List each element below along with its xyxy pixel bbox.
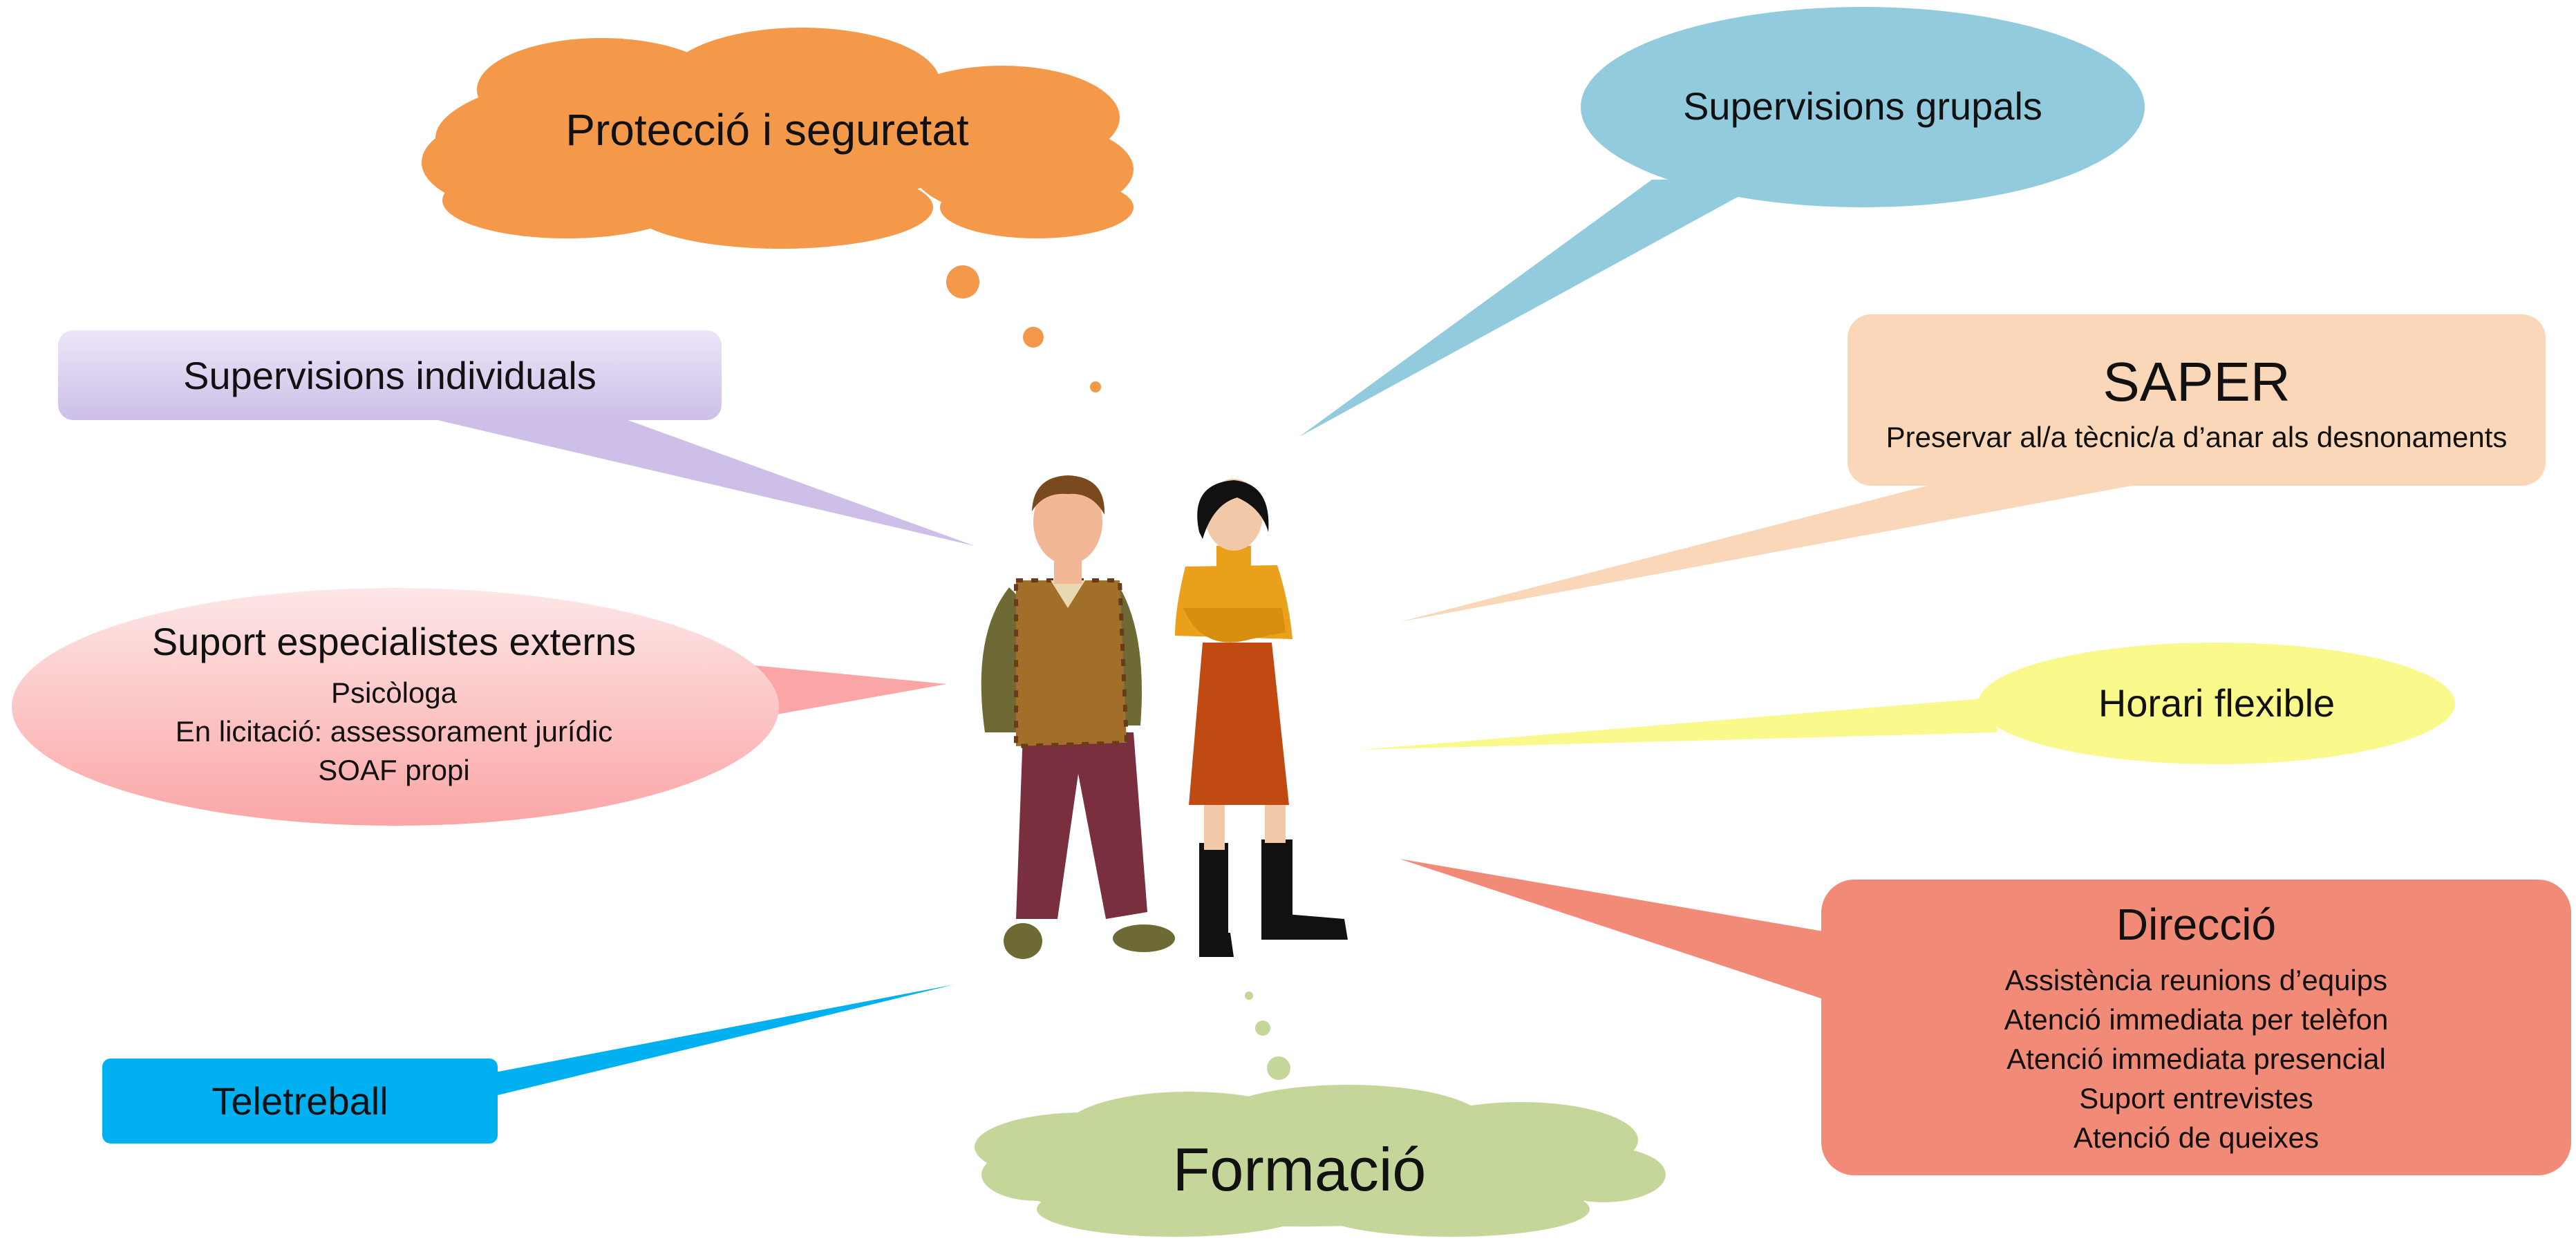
supervisions-individuals-callout [58, 330, 975, 546]
woman-figure [1175, 479, 1348, 957]
formacio-cloud [975, 991, 1666, 1237]
direccio-line: Suport entrevistes [2079, 1082, 2313, 1114]
formacio-title: Formació [1172, 1135, 1427, 1204]
horari-flexible-title: Horari flexible [2098, 681, 2335, 725]
suport-especialistes-title: Suport especialistes externs [151, 620, 637, 663]
suport-line: SOAF propi [318, 754, 470, 786]
supervisions-individuals-title: Supervisions individuals [183, 354, 596, 397]
direccio-line: Atenció immediata per telèfon [2004, 1003, 2389, 1036]
direccio-callout [1400, 859, 2571, 1175]
proteccio-cloud [422, 28, 1134, 392]
direccio-details: Assistència reunions d’equips Atenció im… [1821, 960, 2571, 1157]
direccio-title: Direcció [2116, 900, 2277, 949]
saper-title: SAPER [2103, 351, 2291, 412]
direccio-line: Atenció de queixes [2074, 1121, 2319, 1154]
saper-subtitle: Preservar al/a tècnic/a d’anar als desno… [1886, 421, 2508, 453]
saper-callout [1400, 314, 2546, 622]
supervisions-grupals-title: Supervisions grupals [1683, 84, 2042, 128]
teletreball-callout [102, 985, 954, 1144]
teletreball-title: Teletreball [211, 1079, 388, 1123]
horari-flexible-callout [1362, 643, 2455, 764]
man-figure [981, 475, 1175, 959]
proteccio-title: Protecció i seguretat [565, 105, 969, 155]
suport-especialistes-details: Psicòloga En licitació: assessorament ju… [14, 674, 774, 790]
direccio-line: Atenció immediata presencial [2006, 1043, 2386, 1075]
suport-line: En licitació: assessorament jurídic [175, 715, 613, 748]
suport-especialistes-callout [12, 588, 947, 826]
direccio-line: Assistència reunions d’equips [2004, 964, 2388, 996]
supervisions-grupals-callout [1299, 7, 2145, 437]
suport-line: Psicòloga [330, 676, 458, 709]
